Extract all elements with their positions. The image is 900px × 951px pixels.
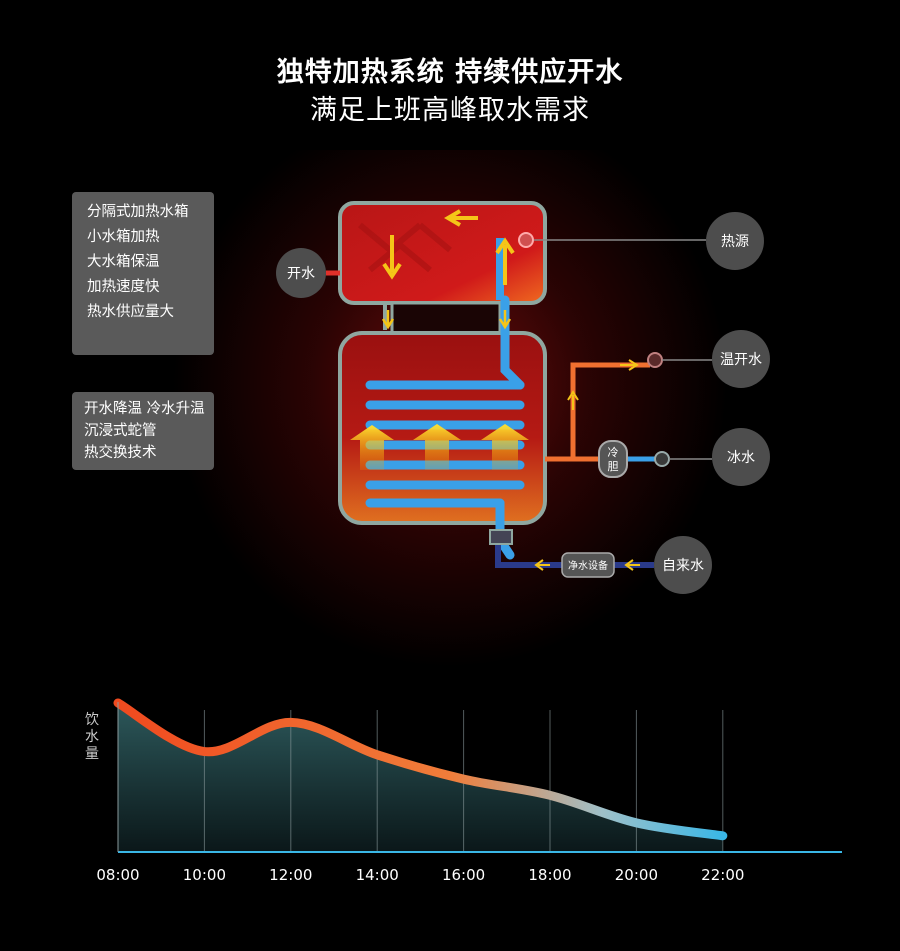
x-tick-label: 20:00 — [614, 866, 658, 884]
y-label-char: 水 — [85, 729, 99, 745]
feature-box-exchange: 开水降温 冷水升温 沉浸式蛇管 热交换技术 — [72, 392, 214, 470]
water-demand-chart — [113, 698, 842, 853]
cold-tank — [598, 440, 628, 478]
tap-water-callout: 自来水 — [654, 536, 712, 594]
boiling-water-callout: 开水 — [276, 248, 326, 298]
purifier-label: 净水设备 — [568, 561, 608, 572]
headline-line-1: 独特加热系统 持续供应开水 — [276, 57, 624, 88]
x-tick-label: 22:00 — [701, 866, 745, 884]
x-tick-label: 14:00 — [355, 866, 399, 884]
x-tick-label: 10:00 — [182, 866, 226, 884]
feature-item: 开水降温 冷水升温 — [84, 401, 205, 417]
inlet-pipe — [489, 529, 654, 571]
heat-flow-arrows — [350, 209, 529, 470]
y-label-char: 量 — [85, 746, 99, 762]
ice-water-callout: 冰水 — [712, 428, 770, 486]
feature-box-heating: 分隔式加热水箱 小水箱加热 大水箱保温 加热速度快 热水供应量大 — [72, 192, 214, 355]
feature-item: 沉浸式蛇管 — [84, 423, 157, 439]
feature-item: 热水供应量大 — [87, 304, 174, 320]
chart-y-axis-label: 饮水量 — [82, 712, 102, 763]
ice-water-pipe — [545, 451, 712, 467]
x-tick-label: 18:00 — [528, 866, 572, 884]
feature-item: 小水箱加热 — [87, 229, 160, 245]
cold-tank-label-top: 冷 — [608, 446, 619, 459]
feature-item: 加热速度快 — [87, 279, 160, 295]
cold-tank-label-bottom: 胆 — [608, 460, 619, 473]
y-label-char: 饮 — [85, 712, 99, 728]
heat-source-callout: 热源 — [706, 212, 764, 270]
demand-line — [113, 698, 728, 841]
x-tick-label: 08:00 — [96, 866, 140, 884]
feature-item: 热交换技术 — [84, 445, 157, 461]
feature-item: 大水箱保温 — [87, 254, 160, 270]
x-tick-label: 12:00 — [269, 866, 313, 884]
purifier-device — [561, 552, 615, 578]
headline-line-2: 满足上班高峰取水需求 — [310, 95, 590, 126]
feature-item: 分隔式加热水箱 — [87, 204, 189, 220]
demand-area — [118, 702, 723, 852]
warm-water-pipe — [545, 352, 712, 462]
heat-source-point — [518, 232, 534, 248]
small-heating-tank — [338, 201, 547, 305]
warm-water-callout: 温开水 — [712, 330, 770, 388]
tank-neck — [390, 301, 502, 335]
x-tick-label: 16:00 — [441, 866, 486, 884]
